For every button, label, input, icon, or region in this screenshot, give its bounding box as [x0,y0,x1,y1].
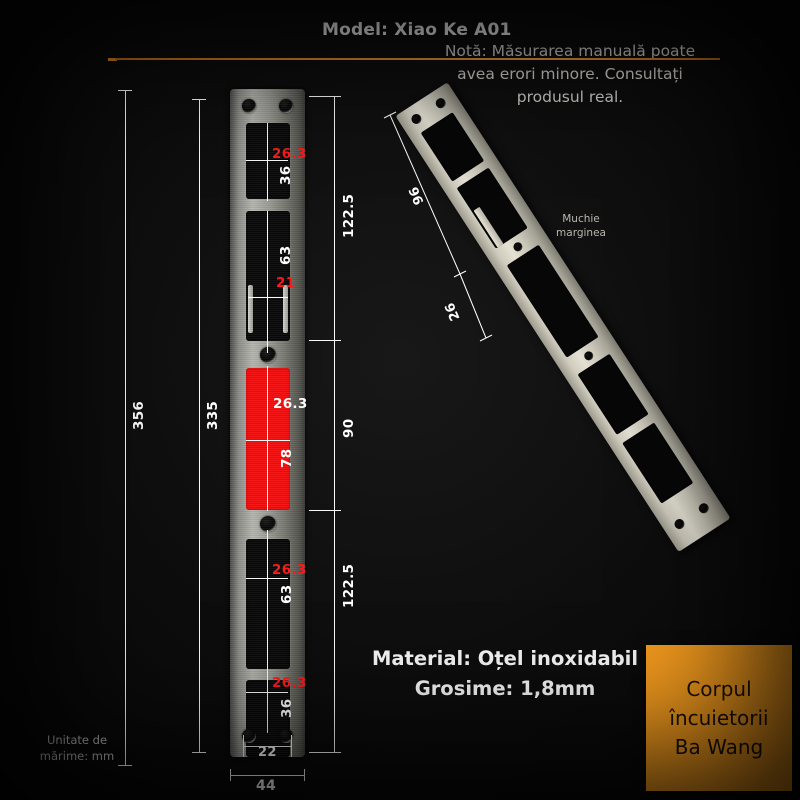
dim-upper-inner-width: 21 [276,275,296,291]
dimline-335 [199,99,200,752]
header-divider [115,58,720,60]
crosshair-h-lower-long [246,578,288,579]
dim-bottom-small-width: 26.3 [272,675,307,691]
dimline-22 [243,746,291,747]
angled-view-group: 96 26 [378,82,798,668]
dimline-356 [125,90,126,765]
dim-segment-center: 90 [341,418,357,438]
dim-overall-height: 356 [131,400,147,430]
crosshair-h-upper-inner [248,297,288,298]
crosshair-v-top-small [267,123,268,201]
cutout-upper-long [246,211,290,341]
screw-hole-middle-upper [260,347,276,363]
screw-hole-middle-lower [260,516,276,532]
tick-chain-mid-2 [309,510,341,511]
badge-line-3: Ba Wang [674,734,764,759]
dimline-44 [230,775,305,776]
screw-hole-bottom-left [242,729,256,743]
dim-lower-long-width: 26.3 [272,562,307,578]
tick-22-right [291,735,292,757]
material-spec: Material: Oțel inoxidabil Grosime: 1,8mm [360,644,650,704]
tick-chain-top [309,96,341,97]
dim-upper-long-height: 63 [278,245,294,265]
dimline-chain [334,96,335,752]
unit-line-2: mărime: mm [39,749,115,763]
unit-note: Unitate de mărime: mm [22,732,132,764]
edge-callout-line-2: marginea [556,227,606,239]
badge-line-2: încuietorii [669,705,769,730]
product-badge: Corpul încuietorii Ba Wang [646,645,792,791]
screw-hole-bottom-right [279,729,293,743]
dim-segment-lower: 122.5 [341,563,357,608]
cutout-lower-long [246,539,290,669]
screw-hole-top-right [279,99,293,113]
material-line: Material: Oțel inoxidabil [371,647,639,670]
inner-rail-left [248,285,253,333]
tick-chain-mid-1 [309,340,341,341]
crosshair-h-bottom-small [246,692,288,693]
unit-line-1: Unitate de [46,733,108,747]
dim-lower-long-height: 63 [279,584,295,604]
crosshair-v-lower-long [267,530,268,655]
dim-plate-width: 44 [256,778,277,794]
dim-hole-spacing: 22 [258,745,277,760]
dim-center-width: 26.3 [273,396,308,412]
badge-line-1: Corpul [686,676,752,701]
note-line-3: produsul real. [516,88,624,106]
dim-top-small-height: 36 [278,165,294,185]
divider-cap [108,58,117,61]
dim-body-height: 335 [205,400,221,430]
tick-335-bottom [192,752,206,753]
dim-segment-upper: 122.5 [341,193,357,238]
crosshair-v-bottom-small [267,655,268,733]
edge-callout-line-1: Muchie [562,213,600,225]
cutout-top-small [246,123,290,199]
crosshair-h-center-red [246,440,290,441]
crosshair-h-top-small [246,160,288,161]
model-label: Model: Xiao Ke A01 [322,20,512,40]
screw-hole-top-left [242,99,256,113]
dim-center-height: 78 [279,448,295,468]
crosshair-v-center-red [267,366,268,511]
crosshair-v-upper-long [267,211,268,353]
angled-dimension-lines [383,111,493,342]
measurement-note: Notă: Măsurarea manuală poate avea erori… [430,40,710,109]
cutout-center-highlight [246,368,290,510]
note-line-2: avea erori minore. Consultați [457,65,683,83]
dim-bottom-small-height: 36 [279,698,295,718]
tick-356-bottom [118,765,132,766]
edge-callout: Muchie marginea [536,212,626,240]
dim-top-small-width: 26.3 [272,146,307,162]
inner-rail-right [283,285,288,333]
tick-chain-bottom [309,752,341,753]
note-line-1: Notă: Măsurarea manuală poate [444,42,696,60]
thickness-line: Grosime: 1,8mm [414,677,596,700]
